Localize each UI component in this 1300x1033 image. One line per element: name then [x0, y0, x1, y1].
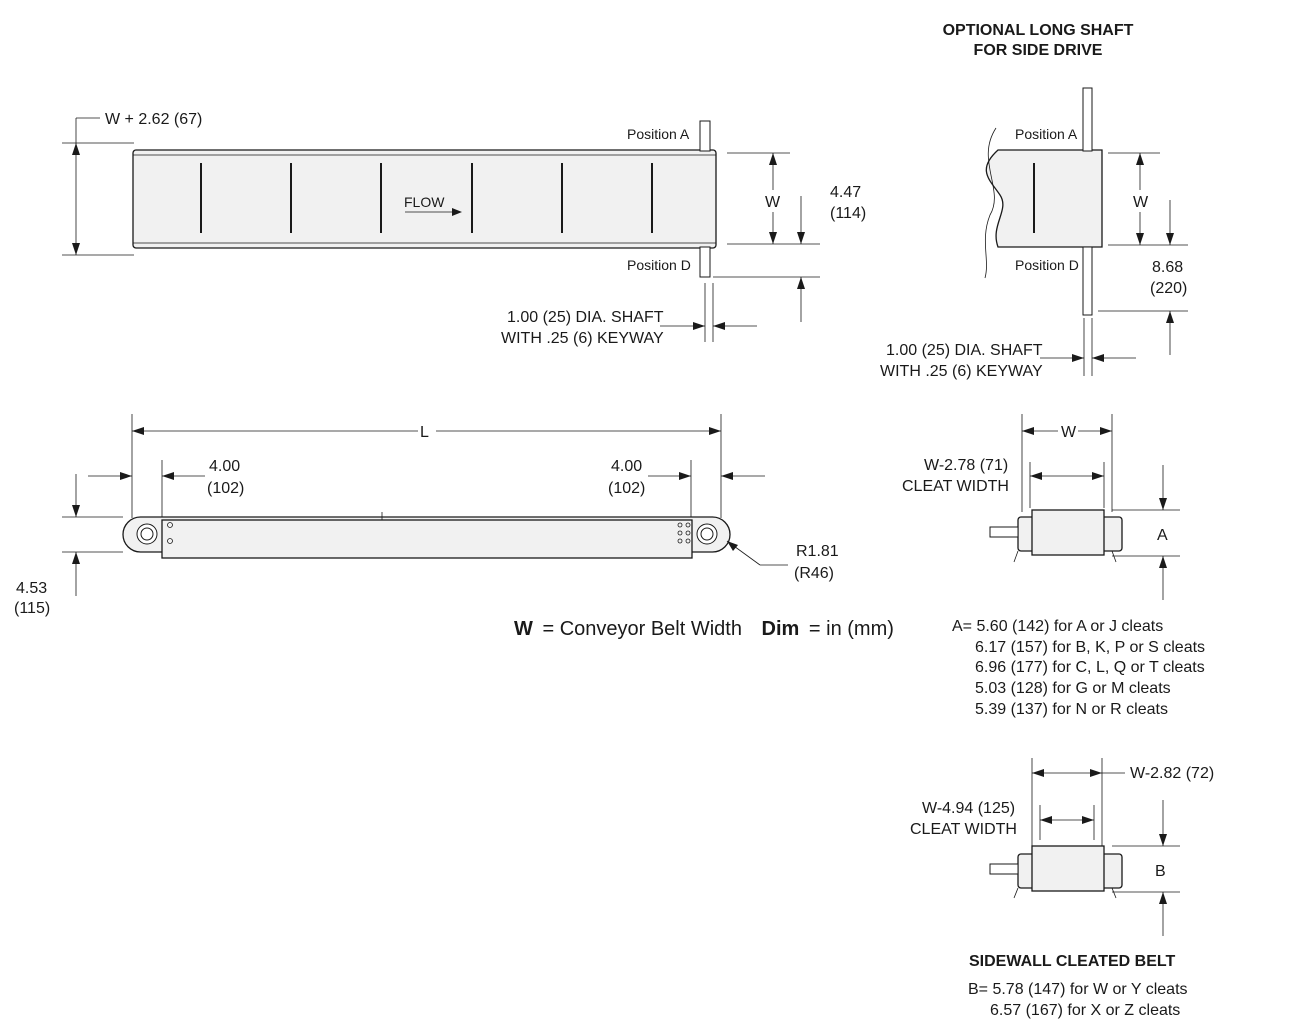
cleat-b-note: 6.57 (167) for X or Z cleats: [990, 1002, 1180, 1019]
side-drive-position-d: Position D: [1015, 257, 1079, 273]
w-label: W: [765, 194, 781, 211]
drive-shaft-top: [699, 120, 711, 152]
cleat-a-a-label: A: [1157, 527, 1168, 544]
legend-w-text: = Conveyor Belt Width: [542, 618, 742, 640]
side-drive-title-2: FOR SIDE DRIVE: [974, 42, 1103, 59]
legend-dim-text: = in (mm): [809, 618, 894, 640]
dimension-legend: W = Conveyor Belt Width Dim = in (mm): [514, 618, 894, 640]
cleat-a-note: 5.03 (128) for G or M cleats: [975, 680, 1171, 697]
conveyor-top-body: [132, 149, 717, 249]
legend-w-key: W: [514, 618, 533, 640]
cleat-b-outer-width: W-2.82 (72): [1130, 765, 1214, 782]
conveyor-partial-body: [985, 149, 1103, 248]
length-label: L: [420, 424, 429, 441]
side-drive-view: OPTIONAL LONG SHAFT FOR SIDE DRIVE Posit…: [880, 22, 1188, 380]
long-shaft-bottom: [1082, 246, 1093, 316]
left-offset-mm-label: (102): [207, 480, 244, 497]
conveyor-frame: [161, 519, 693, 559]
cleat-b-title: SIDEWALL CLEATED BELT: [969, 953, 1175, 970]
cleat-b-section: W-2.82 (72) W-4.94 (125) CLEAT WIDTH B S…: [910, 758, 1214, 1019]
side-drive-title-1: OPTIONAL LONG SHAFT: [943, 22, 1134, 39]
cleat-b-note: B= 5.78 (147) for W or Y cleats: [968, 981, 1188, 998]
height-mm-label: (115): [14, 600, 50, 617]
cleat-b-profile: [1031, 845, 1105, 892]
cleat-b-b-label: B: [1155, 863, 1166, 880]
cleat-a-width-label: W-2.78 (71): [924, 457, 1008, 474]
side-view: L 4.00 (102) 4.00 (102): [14, 414, 839, 617]
right-offset-mm-label: (102): [608, 480, 645, 497]
cleat-a-width-title: CLEAT WIDTH: [902, 478, 1009, 495]
right-offset-label: 4.00: [611, 458, 642, 475]
side-drive-position-a: Position A: [1015, 126, 1078, 142]
flow-label: FLOW: [404, 194, 445, 210]
cleat-a-note: 5.39 (137) for N or R cleats: [975, 701, 1168, 718]
drive-shaft-bottom: [699, 246, 711, 278]
cleat-b-width-title: CLEAT WIDTH: [910, 821, 1017, 838]
shaft-dia-label: 1.00 (25) DIA. SHAFT: [507, 309, 664, 326]
radius-label: R1.81: [796, 543, 839, 560]
cleat-a-w-label: W: [1061, 424, 1077, 441]
long-shaft-top: [1082, 87, 1093, 152]
left-offset-label: 4.00: [209, 458, 240, 475]
cleat-a-note: 6.96 (177) for C, L, Q or T cleats: [975, 659, 1205, 676]
cleat-a-note: 6.17 (157) for B, K, P or S cleats: [975, 639, 1205, 656]
side-drive-shaft-keyway: WITH .25 (6) KEYWAY: [880, 363, 1043, 380]
shaft-keyway-label: WITH .25 (6) KEYWAY: [501, 330, 664, 347]
svg-text:W = Conveyor Belt Width: W = Conveyor Belt Width Dim = in (mm): [514, 618, 894, 640]
top-view: W + 2.62 (67) FLOW Position A Position D…: [62, 111, 866, 347]
cleat-b-width-label: W-4.94 (125): [922, 800, 1015, 817]
dim-868-mm-label: (220): [1150, 280, 1187, 297]
height-label: 4.53: [16, 580, 47, 597]
dim-868-label: 8.68: [1152, 259, 1183, 276]
side-drive-shaft-dia: 1.00 (25) DIA. SHAFT: [886, 342, 1043, 359]
legend-dim-key: Dim: [762, 618, 800, 640]
overall-width-label: W + 2.62 (67): [105, 111, 202, 128]
side-drive-w-label: W: [1133, 194, 1149, 211]
cleat-a-note: A= 5.60 (142) for A or J cleats: [952, 618, 1163, 635]
dim-447-label: 4.47: [830, 184, 861, 201]
radius-mm-label: (R46): [794, 565, 834, 582]
dim-447-mm-label: (114): [830, 205, 866, 222]
position-a-label: Position A: [627, 126, 690, 142]
cleat-a-section: W W-2.78 (71) CLEAT WIDTH A A= 5.60 (142…: [902, 414, 1205, 718]
cleat-a-profile: [1031, 509, 1105, 556]
position-d-label: Position D: [627, 257, 691, 273]
